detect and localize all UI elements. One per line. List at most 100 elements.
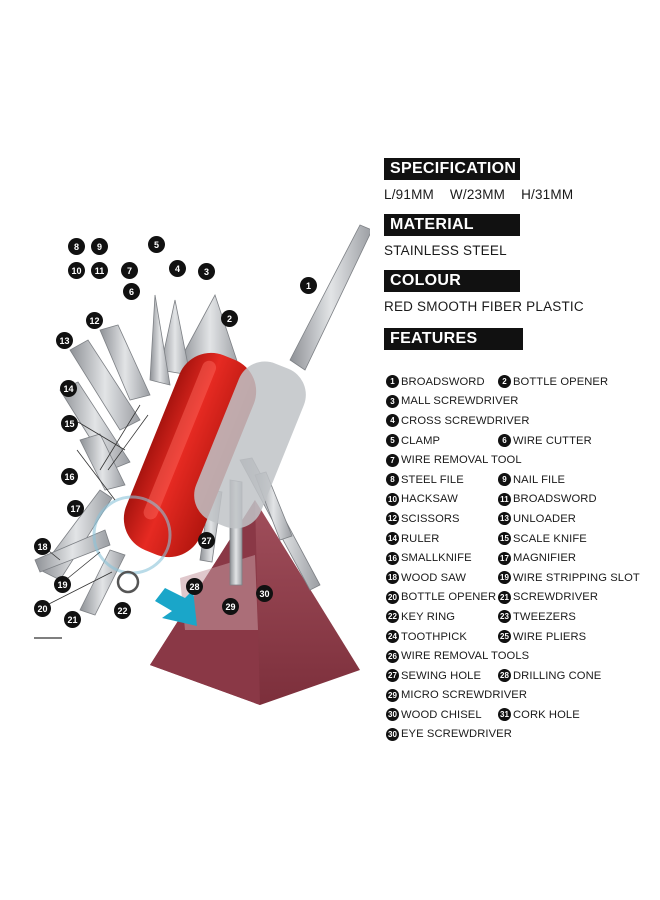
callout-21: 21 <box>64 611 81 628</box>
feature-label: KEY RING <box>401 610 456 623</box>
feature-label: DRILLING CONE <box>513 669 602 682</box>
feature-label: WIRE PLIERS <box>513 630 587 643</box>
feature-label: WIRE CUTTER <box>513 434 592 447</box>
feature-label: RULER <box>401 532 440 545</box>
feature-label: WIRE REMOVAL TOOL <box>401 454 522 467</box>
feature-label: SMALLKNIFE <box>401 552 472 565</box>
feature-number-badge: 21 <box>498 590 511 604</box>
feature-number-badge: 1 <box>386 375 399 389</box>
callout-28: 28 <box>186 578 203 595</box>
feature-label: SCISSORS <box>401 512 460 525</box>
feature-number-badge: 22 <box>386 610 399 624</box>
callout-6: 6 <box>123 283 140 300</box>
feature-number-badge: 10 <box>386 492 399 506</box>
feature-label: SEWING HOLE <box>401 669 482 682</box>
material-value: STAINLESS STEEL <box>384 243 507 258</box>
feature-label: HACKSAW <box>401 493 458 506</box>
feature-number-badge: 27 <box>386 669 399 683</box>
callout-13: 13 <box>56 332 73 349</box>
feature-number-badge: 5 <box>386 434 399 448</box>
feature-label: WIRE REMOVAL TOOLS <box>401 650 530 663</box>
specification-header: SPECIFICATION <box>384 158 520 180</box>
colour-header: COLOUR <box>384 270 520 292</box>
feature-number-badge: 23 <box>498 610 511 624</box>
callout-19: 19 <box>54 576 71 593</box>
feature-label: SCREWDRIVER <box>513 591 599 604</box>
feature-label: MAGNIFIER <box>513 552 577 565</box>
feature-label: BOTTLE OPENER <box>513 375 609 388</box>
callout-30: 30 <box>256 585 273 602</box>
material-header: MATERIAL <box>384 214 520 236</box>
feature-number-badge: 13 <box>498 512 511 526</box>
feature-label: WOOD SAW <box>401 571 467 584</box>
feature-number-badge: 17 <box>498 551 511 565</box>
feature-label: EYE SCREWDRIVER <box>401 728 512 741</box>
colour-value: RED SMOOTH FIBER PLASTIC <box>384 299 584 314</box>
feature-number-badge: 20 <box>386 590 399 604</box>
feature-label: WOOD CHISEL <box>401 708 482 721</box>
callout-7: 7 <box>121 262 138 279</box>
multitool-illustration <box>34 224 370 705</box>
feature-number-badge: 6 <box>498 434 511 448</box>
callout-16: 16 <box>61 468 78 485</box>
spec-panel: SPECIFICATION L/91MM W/23MM H/31MM MATER… <box>384 158 654 350</box>
feature-label: SCALE KNIFE <box>513 532 587 545</box>
callout-27: 27 <box>198 532 215 549</box>
callout-17: 17 <box>67 500 84 517</box>
leader-lines <box>43 404 149 607</box>
feature-number-badge: 14 <box>386 532 399 546</box>
callout-9: 9 <box>91 238 108 255</box>
callout-14: 14 <box>60 380 77 397</box>
feature-number-badge: 2 <box>498 375 511 389</box>
feature-number-badge: 25 <box>498 630 511 644</box>
callout-2: 2 <box>221 310 238 327</box>
feature-number-badge: 28 <box>498 669 511 683</box>
arrow-icon <box>155 588 197 626</box>
feature-number-badge: 4 <box>386 414 399 428</box>
feature-number-badge: 19 <box>498 571 511 585</box>
feature-label: UNLOADER <box>513 512 576 525</box>
feature-label: CORK HOLE <box>513 708 580 721</box>
callout-4: 4 <box>169 260 186 277</box>
callout-11: 11 <box>91 262 108 279</box>
feature-number-badge: 7 <box>386 453 399 467</box>
feature-label: BOTTLE OPENER <box>401 591 497 604</box>
callout-3: 3 <box>198 263 215 280</box>
